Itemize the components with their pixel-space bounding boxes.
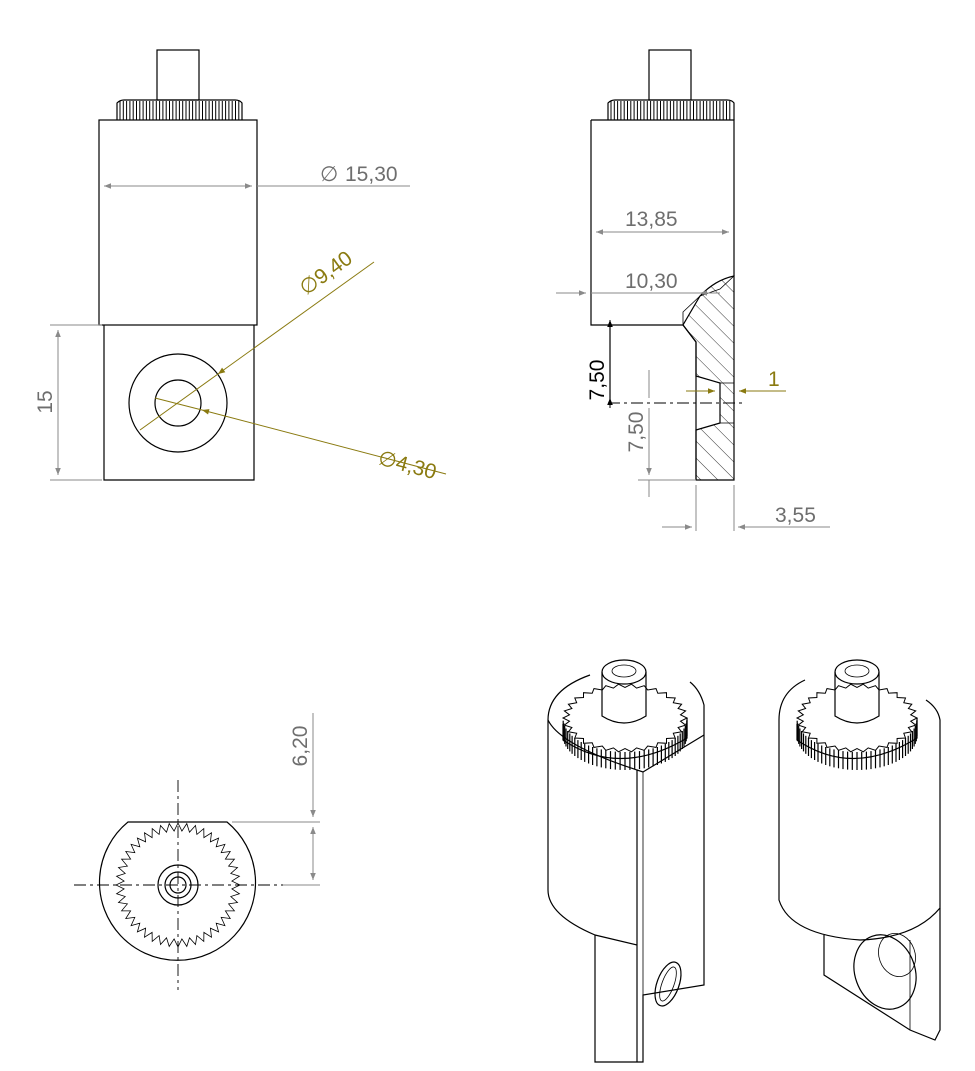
iso1-step <box>594 934 638 946</box>
counterbore-circle <box>128 353 228 453</box>
side-cavity-edge <box>682 295 701 325</box>
dim-width-cut: 10,30 <box>556 270 720 296</box>
dim-wall: 3,55 <box>662 485 830 531</box>
iso1-pin-hole <box>611 664 637 678</box>
iso1-pin <box>601 672 647 724</box>
dim-label-wall: 3,55 <box>775 504 816 527</box>
iso1-hole <box>654 961 682 1007</box>
dim-label-hole: ∅4,30 <box>376 447 439 485</box>
iso1-top-edge <box>547 719 705 773</box>
dim-recess: 1 <box>686 368 786 394</box>
iso2-tab <box>823 908 941 1041</box>
dim-diameter-outer: ∅ 15,30 <box>104 163 410 189</box>
dim-label-height: 15 <box>34 390 57 413</box>
knurl-lines-front <box>119 101 240 120</box>
iso2-pin <box>834 672 880 724</box>
hole-circle <box>154 379 202 427</box>
iso1-body <box>547 674 705 1063</box>
side-pin <box>648 49 692 101</box>
dim-label-counterbore: ∅9,40 <box>295 247 356 300</box>
dim-label-outer: 15,30 <box>345 163 398 186</box>
front-tab <box>103 325 255 481</box>
front-knurl <box>116 99 243 120</box>
dim-height: 15 <box>34 324 102 481</box>
iso1-pin-top <box>601 659 647 685</box>
front-pin <box>156 49 200 101</box>
iso2-body <box>778 679 941 941</box>
dim-label-width-cut: 10,30 <box>625 270 678 293</box>
knurl-teeth-ring <box>795 683 919 753</box>
side-section-hatch <box>682 275 735 481</box>
dim-label-offset-lower: 7,50 <box>625 412 648 453</box>
top-outline <box>98 821 257 961</box>
top-view: 6,20 <box>74 713 320 990</box>
knurl-teeth-ring <box>561 683 689 753</box>
dim-label-width-total: 13,85 <box>625 208 678 231</box>
front-body <box>98 119 258 326</box>
iso2-pin-top <box>834 659 880 685</box>
iso-view-right <box>778 659 941 1041</box>
iso2-knurl-teeth <box>795 683 919 770</box>
iso1-hole-inner <box>659 966 677 1002</box>
dim-diameter-hole: ∅4,30 <box>154 397 447 485</box>
dim-label-flat-offset: 6,20 <box>289 726 312 767</box>
dim-label-offset-upper: 7,50 <box>586 360 609 401</box>
dim-offset-upper: 7,50 <box>586 320 613 408</box>
side-knurl <box>607 99 735 120</box>
knurl-lines-side <box>610 101 731 120</box>
iso2-hole <box>853 934 917 1010</box>
side-cavity <box>609 324 697 480</box>
dim-flat-offset: 6,20 <box>232 713 320 886</box>
dim-label-recess: 1 <box>768 368 780 391</box>
side-body <box>590 119 735 326</box>
dim-symbol-outer: ∅ <box>320 163 338 186</box>
iso2-hole-inner <box>878 933 916 977</box>
iso2-pin-hole <box>844 664 870 678</box>
side-view: 13,85 10,30 7,50 7,50 1 <box>556 49 830 531</box>
iso-view-left <box>547 659 705 1063</box>
dim-offset-lower: 7,50 <box>625 370 696 497</box>
front-view: ∅ 15,30 15 ∅9,40 ∅4,30 <box>34 49 447 485</box>
dim-width-total: 13,85 <box>596 208 729 235</box>
side-recess-lines <box>720 382 734 424</box>
